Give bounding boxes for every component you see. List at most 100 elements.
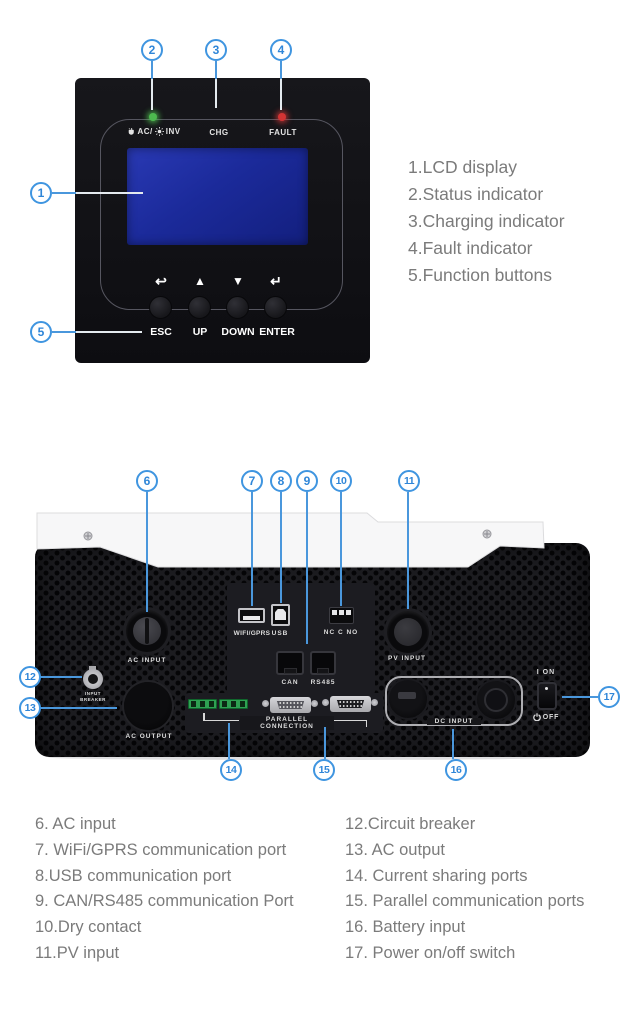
rs485-port-tab bbox=[317, 668, 329, 674]
legend-item: 3.Charging indicator bbox=[408, 211, 565, 231]
sun-icon bbox=[154, 127, 164, 136]
callout-line-7 bbox=[251, 492, 253, 606]
wifi-gprs-label: WIFI/GPRS bbox=[233, 630, 271, 637]
dry-contact-pin bbox=[332, 610, 337, 615]
up-button bbox=[188, 296, 211, 319]
bracket-line-left bbox=[203, 719, 239, 721]
legend-item: 12.Circuit breaker bbox=[345, 815, 476, 833]
fault-indicator-label: FAULT bbox=[269, 128, 297, 137]
up-button-label: UP bbox=[192, 326, 208, 338]
legend-item: 16. Battery input bbox=[345, 918, 466, 937]
status-label-inv: INV bbox=[165, 127, 181, 136]
current-sharing-terminal bbox=[188, 699, 217, 709]
can-port bbox=[276, 651, 304, 675]
callout-6: 6 bbox=[136, 470, 158, 492]
ac-input-label: AC INPUT bbox=[127, 657, 167, 664]
rs485-port bbox=[310, 651, 336, 675]
callout-line-14 bbox=[228, 723, 230, 759]
front-legend: 1.LCD display 2.Status indicator 3.Charg… bbox=[408, 154, 565, 289]
callout-3: 3 bbox=[205, 39, 227, 61]
rear-panel-top-cover bbox=[36, 512, 545, 568]
callout-17: 17 bbox=[598, 686, 620, 708]
bracket-tick-right bbox=[365, 719, 367, 727]
callout-line-17 bbox=[562, 696, 598, 698]
callout-line-3-inner bbox=[215, 79, 217, 108]
terminal-slot bbox=[200, 701, 205, 707]
terminal-slot bbox=[231, 701, 236, 707]
input-breaker-label: INPUT BREAKER bbox=[73, 691, 113, 702]
callout-9: 9 bbox=[296, 470, 318, 492]
legend-item: 5.Function buttons bbox=[408, 265, 552, 285]
db9-screw bbox=[262, 700, 269, 707]
callout-line-4-inner bbox=[280, 79, 282, 110]
fault-led bbox=[278, 113, 286, 121]
db9-screw bbox=[371, 699, 378, 706]
callout-16: 16 bbox=[445, 759, 467, 781]
status-indicator-label: AC/ INV bbox=[114, 127, 194, 136]
power-switch bbox=[537, 682, 557, 710]
dry-contact-label: NC C NO bbox=[323, 629, 359, 636]
callout-12: 12 bbox=[19, 666, 41, 688]
callout-line-9 bbox=[306, 492, 308, 644]
callout-line-11 bbox=[407, 492, 409, 609]
callout-1: 1 bbox=[30, 182, 52, 204]
legend-item: 10.Dry contact bbox=[35, 918, 142, 937]
can-label: CAN bbox=[281, 679, 299, 686]
power-on-label: I ON bbox=[536, 669, 556, 676]
callout-line-12 bbox=[40, 676, 82, 678]
legend-item: 11.PV input bbox=[35, 943, 120, 962]
legend-item: 8.USB communication port bbox=[35, 866, 232, 885]
callout-line-3 bbox=[215, 61, 217, 79]
front-panel-outline bbox=[100, 119, 343, 310]
callout-line-1-inner bbox=[76, 192, 143, 194]
ac-output-label: AC OUTPUT bbox=[125, 733, 173, 740]
rear-legend-left: 6. AC input 7. WiFi/GPRS communication p… bbox=[35, 812, 294, 967]
charging-indicator-label: CHG bbox=[209, 128, 229, 137]
parallel-connection-label: PARALLEL CONNECTION bbox=[240, 716, 334, 730]
terminal-slot bbox=[240, 701, 245, 707]
status-label-ac: AC/ bbox=[137, 127, 153, 136]
callout-2: 2 bbox=[141, 39, 163, 61]
power-icon bbox=[533, 713, 541, 721]
down-button-label: DOWN bbox=[221, 326, 255, 338]
legend-item: 1.LCD display bbox=[408, 157, 517, 177]
legend-item: 15. Parallel communication ports bbox=[345, 892, 585, 911]
power-off-label: OFF bbox=[526, 713, 566, 721]
screw-icon bbox=[482, 529, 492, 539]
input-breaker-label-line1: INPUT bbox=[85, 691, 101, 696]
db9-screw bbox=[311, 700, 318, 707]
lcd-display bbox=[127, 148, 308, 245]
legend-item: 4.Fault indicator bbox=[408, 238, 533, 258]
dry-contact-terminal bbox=[329, 607, 354, 624]
callout-15: 15 bbox=[313, 759, 335, 781]
callout-14: 14 bbox=[220, 759, 242, 781]
ac-input-connector-slot bbox=[145, 618, 149, 644]
legend-item: 2.Status indicator bbox=[408, 184, 544, 204]
wifi-gprs-port-tongue bbox=[243, 616, 260, 620]
plug-icon bbox=[129, 128, 135, 135]
callout-line-5-inner bbox=[76, 331, 142, 333]
callout-line-6 bbox=[146, 492, 148, 612]
power-switch-dot bbox=[545, 687, 548, 690]
callout-line-1 bbox=[52, 192, 76, 194]
rear-panel-shadow bbox=[48, 755, 563, 760]
screw-icon bbox=[83, 531, 93, 541]
dry-contact-pin bbox=[339, 610, 344, 615]
callout-line-13 bbox=[40, 707, 117, 709]
power-off-text: OFF bbox=[542, 713, 560, 721]
terminal-slot bbox=[222, 701, 227, 707]
legend-item: 13. AC output bbox=[345, 840, 445, 859]
dry-contact-pin bbox=[346, 610, 351, 615]
battery-input-hole-detail bbox=[398, 692, 416, 699]
callout-5: 5 bbox=[30, 321, 52, 343]
callout-line-10 bbox=[340, 492, 342, 606]
up-icon: ▲ bbox=[194, 274, 206, 288]
dc-input-zone bbox=[385, 676, 523, 726]
terminal-slot bbox=[209, 701, 214, 707]
current-sharing-terminal bbox=[219, 699, 248, 709]
rs485-label: RS485 bbox=[310, 679, 336, 686]
callout-4: 4 bbox=[270, 39, 292, 61]
usb-label: USB bbox=[271, 630, 289, 637]
input-breaker-button bbox=[88, 674, 98, 684]
